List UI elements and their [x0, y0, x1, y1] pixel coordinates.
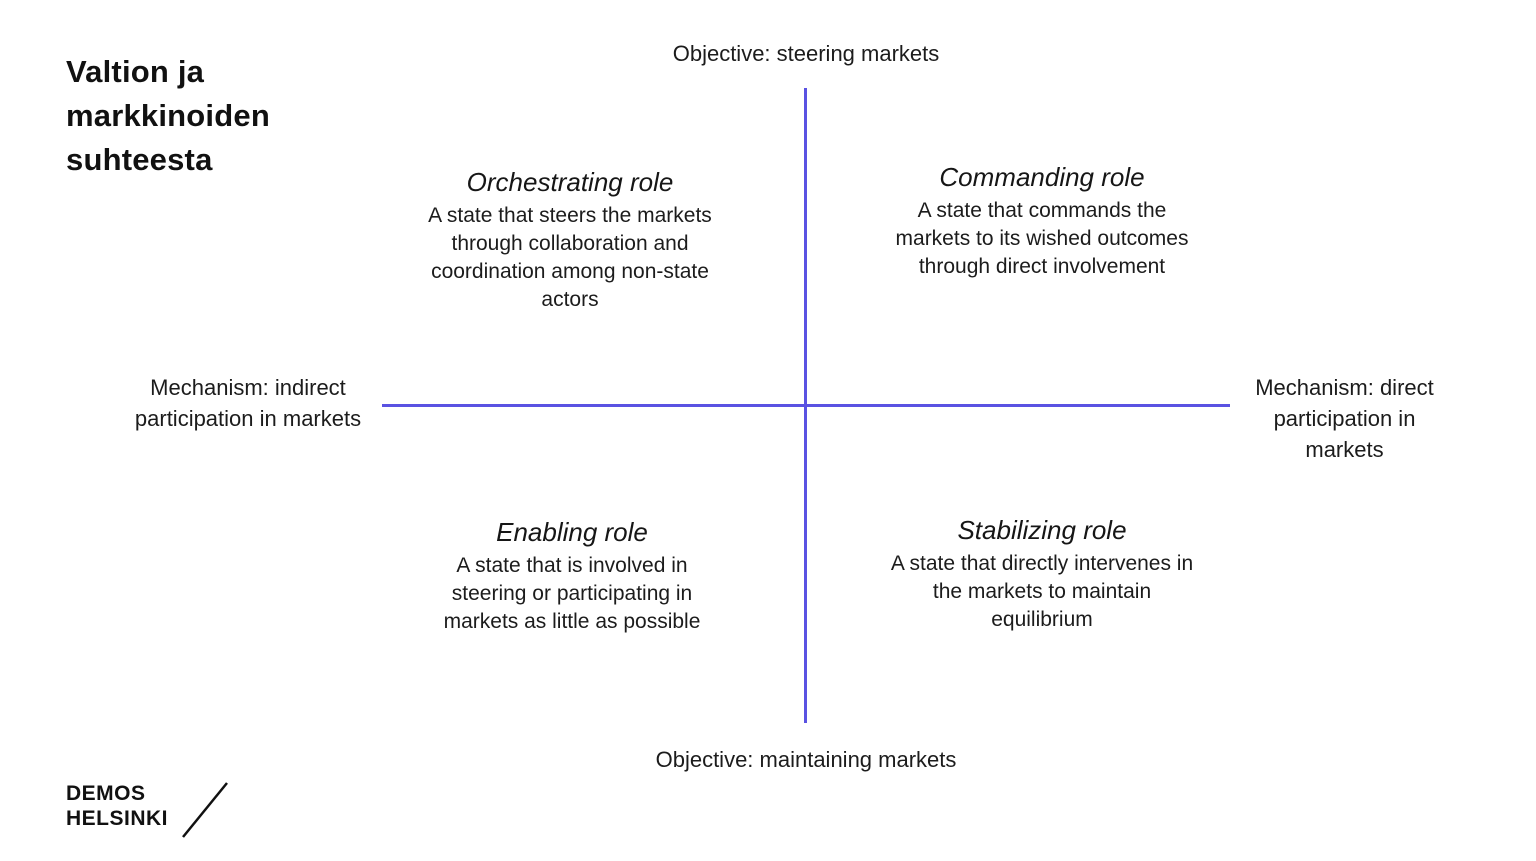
page-title: Valtion ja markkinoiden suhteesta [66, 54, 270, 177]
demos-helsinki-logo: DEMOS HELSINKI [66, 781, 246, 841]
axis-label-top: Objective: steering markets [672, 41, 940, 66]
quadrant-bottom-right: Stabilizing role A state that directly i… [887, 513, 1197, 634]
quadrant-title-commanding: Commanding role [939, 162, 1145, 192]
quadrant-top-left: Orchestrating role A state that steers t… [418, 165, 723, 314]
quadrant-title-orchestrating: Orchestrating role [466, 167, 674, 197]
axis-label-left: Mechanism: indirect participation in mar… [134, 375, 362, 431]
horizontal-axis-line [382, 404, 1230, 407]
quadrant-description-commanding: A state that commands the markets to its… [895, 199, 1189, 278]
quadrant-description-orchestrating: A state that steers the markets through … [428, 204, 712, 311]
quadrant-bottom-left: Enabling role A state that is involved i… [430, 515, 715, 636]
logo-slash-icon [182, 782, 228, 838]
quadrant-top-right: Commanding role A state that commands th… [890, 160, 1195, 281]
logo-line2: HELSINKI [66, 807, 169, 830]
axis-label-right: Mechanism: direct participation in marke… [1255, 375, 1434, 462]
quadrant-title-enabling: Enabling role [496, 517, 648, 547]
quadrant-description-stabilizing: A state that directly intervenes in the … [890, 552, 1194, 631]
logo-line1: DEMOS [66, 782, 146, 805]
axis-label-bottom: Objective: maintaining markets [655, 747, 957, 772]
quadrant-title-stabilizing: Stabilizing role [957, 515, 1127, 545]
quadrant-description-enabling: A state that is involved in steering or … [443, 554, 701, 633]
